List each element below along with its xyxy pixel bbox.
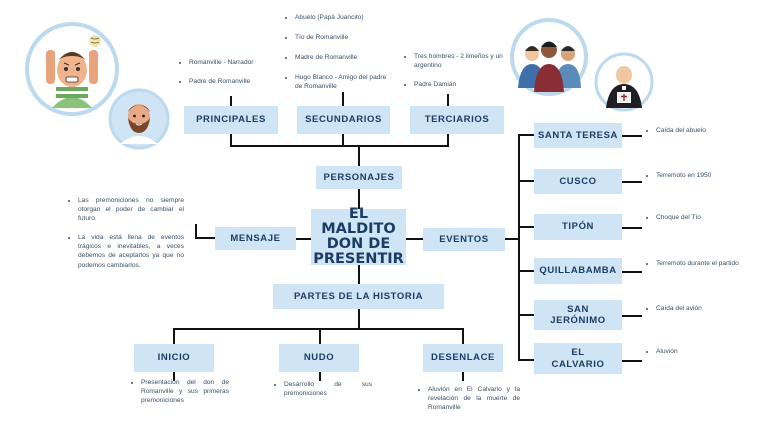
note-item: La vida está llena de eventos trágicos e…	[78, 233, 184, 269]
desenlace-box: DESENLACE	[423, 344, 503, 372]
note-item: Desarrollo de sus premoniciones	[284, 380, 372, 398]
note-item: Terremoto en 1950	[656, 171, 746, 180]
connector	[358, 146, 360, 166]
connector	[230, 96, 232, 106]
note-item: Romanville - Narrador	[189, 58, 279, 67]
note-item: Padre Damián	[414, 80, 514, 89]
connector	[505, 238, 519, 240]
connector	[173, 328, 175, 344]
event-note-cusco: Terremoto en 1950	[648, 171, 746, 190]
connector	[447, 134, 449, 146]
bearded-man-icon	[108, 88, 170, 150]
connector	[518, 359, 534, 361]
connector	[622, 227, 642, 229]
connector	[230, 134, 232, 146]
desenlace-notes: Aluvión en El Calvario y la revelación d…	[420, 385, 520, 422]
main-title: EL MALDITO DON DE PRESENTIR	[311, 206, 406, 267]
connector	[230, 145, 449, 147]
priest-icon	[594, 52, 654, 112]
connector	[518, 180, 534, 182]
note-item: Caída del avión	[656, 304, 746, 313]
connector	[518, 134, 534, 136]
note-item: Presentación del don de Romanville y sus…	[141, 378, 229, 405]
secundarios-notes: Abuelo (Papá Juancito) Tío de Romanville…	[287, 13, 390, 102]
event-santa-teresa-box: SANTA TERESA	[534, 123, 622, 148]
stressed-boy-icon	[25, 22, 119, 116]
eventos-box: EVENTOS	[423, 228, 505, 251]
connector	[342, 92, 344, 106]
personajes-box: PERSONAJES	[316, 166, 402, 189]
nudo-box: NUDO	[279, 344, 359, 372]
event-san-jeronimo-box: SAN JERÓNIMO	[534, 300, 622, 330]
connector	[405, 238, 423, 240]
connector	[518, 270, 534, 272]
connector	[173, 328, 464, 330]
event-tipon-box: TIPÓN	[534, 214, 622, 240]
terciarios-notes: Tres hombres - 2 limeños y un argentino …	[406, 52, 514, 99]
event-note-quillabamba: Terremoto durante el partido	[648, 259, 740, 278]
note-item: Tres hombres - 2 limeños y un argentino	[414, 52, 514, 70]
connector	[319, 328, 321, 344]
partes-box: PARTES DE LA HISTORIA	[273, 284, 444, 309]
three-men-icon	[510, 18, 588, 96]
note-item: Aluvión en El Calvario y la revelación d…	[428, 385, 520, 412]
connector	[319, 372, 321, 381]
connector	[622, 271, 642, 273]
connector	[622, 135, 642, 137]
note-item: Las premoniciones no siempre otorgan el …	[78, 196, 184, 223]
connector	[358, 262, 360, 284]
event-quillabamba-box: QUILLABAMBA	[534, 258, 622, 284]
inicio-box: INICIO	[134, 344, 214, 372]
event-note-el-calvario: Aluvión	[648, 347, 746, 366]
event-note-tipon: Choque del Tío	[648, 213, 746, 232]
connector	[622, 315, 642, 317]
principales-notes: Romanville - Narrador Padre de Romanvill…	[181, 58, 279, 96]
terciarios-box: TERCIARIOS	[410, 106, 504, 134]
connector	[296, 238, 312, 240]
secundarios-box: SECUNDARIOS	[297, 106, 390, 134]
inicio-notes: Presentación del don de Romanville y sus…	[133, 378, 229, 415]
nudo-notes: Desarrollo de sus premoniciones	[276, 380, 372, 408]
connector	[358, 189, 360, 209]
event-note-san-jeronimo: Caída del avión	[648, 304, 746, 323]
event-note-santa-teresa: Caída del abuelo	[648, 126, 746, 145]
note-item: Terremoto durante el partido	[656, 259, 740, 268]
connector	[173, 372, 175, 381]
connector	[195, 224, 197, 238]
event-cusco-box: CUSCO	[534, 169, 622, 194]
connector	[447, 94, 449, 106]
note-item: Abuelo (Papá Juancito)	[295, 13, 390, 22]
note-item: Choque del Tío	[656, 213, 746, 222]
connector	[462, 372, 464, 381]
mensaje-notes: Las premoniciones no siempre otorgan el …	[70, 196, 184, 280]
note-item: Aluvión	[656, 347, 746, 356]
connector	[342, 134, 344, 146]
mensaje-box: MENSAJE	[215, 227, 296, 250]
connector	[622, 181, 642, 183]
note-item: Padre de Romanville	[189, 77, 279, 86]
event-el-calvario-box: EL CALVARIO	[534, 343, 622, 374]
note-item: Hugo Blanco - Amigo del padre de Romanvi…	[295, 73, 390, 91]
connector	[518, 134, 520, 361]
connector	[518, 314, 534, 316]
connector	[195, 237, 215, 239]
connector	[358, 309, 360, 329]
note-item: Madre de Romanville	[295, 53, 390, 62]
connector	[518, 226, 534, 228]
connector	[622, 360, 642, 362]
connector	[462, 328, 464, 344]
note-item: Caída del abuelo	[656, 126, 746, 135]
note-item: Tío de Romanville	[295, 33, 390, 42]
principales-box: PRINCIPALES	[184, 106, 278, 134]
